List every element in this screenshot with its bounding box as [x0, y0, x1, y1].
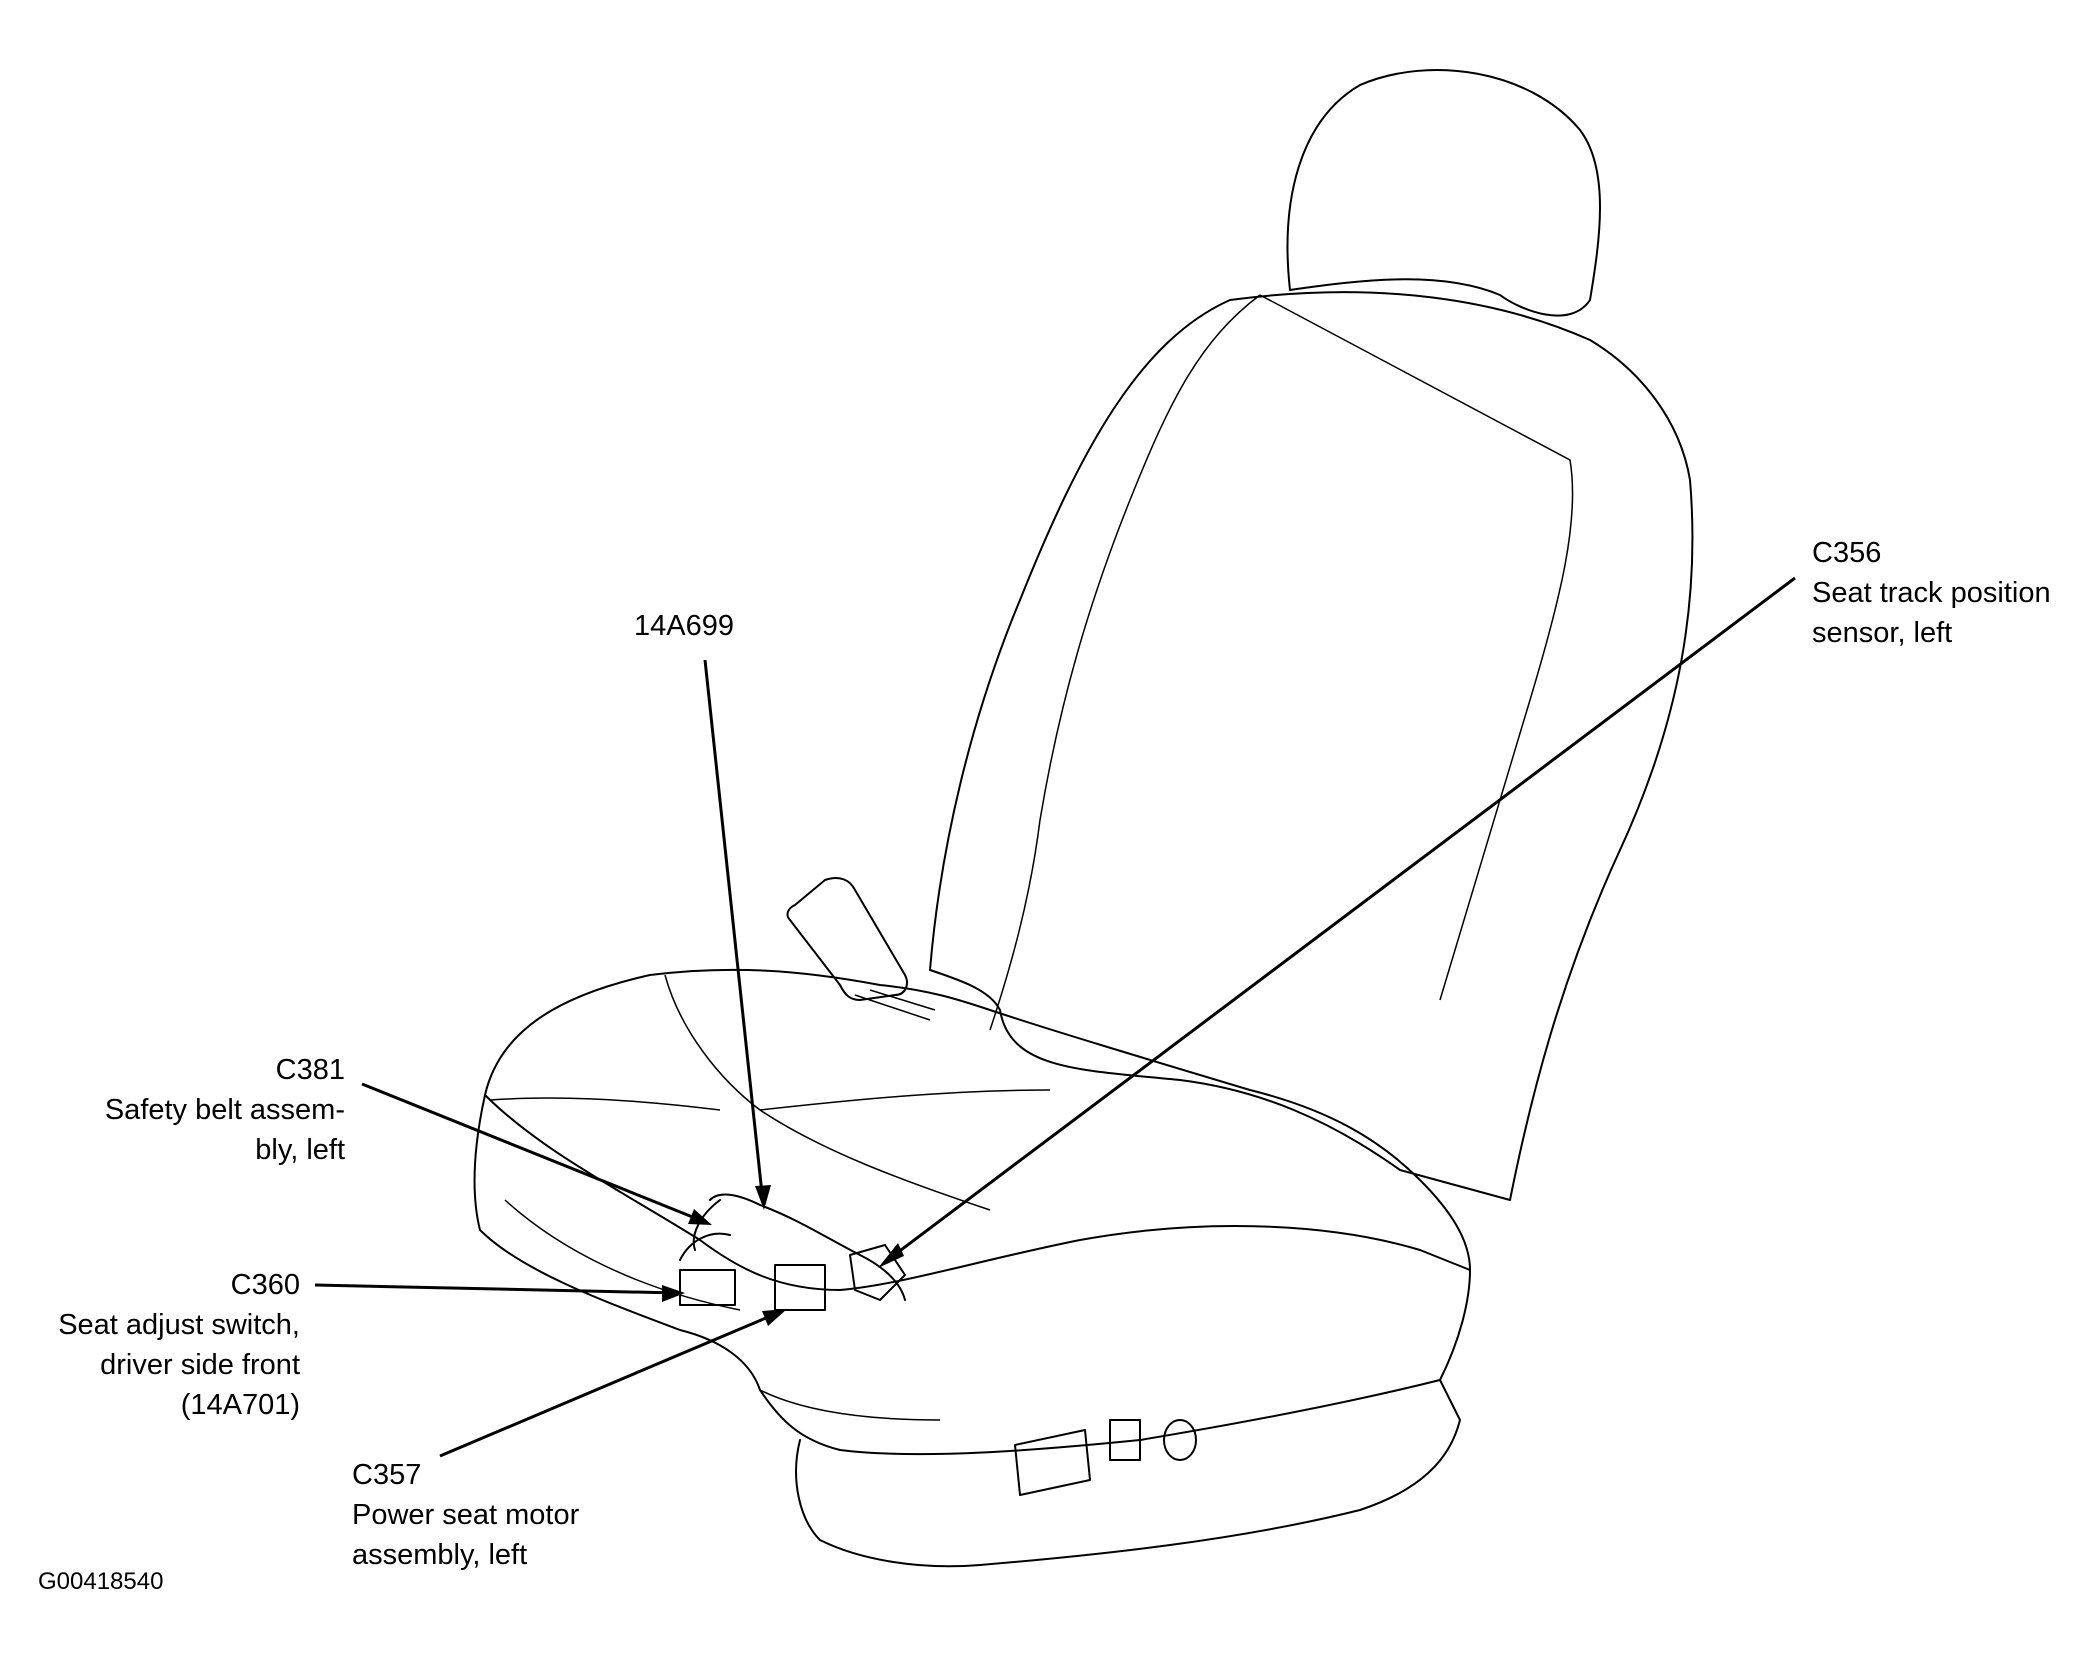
callout-c357-desc-2: assembly, left	[352, 1539, 528, 1571]
arrow-c381	[688, 1209, 712, 1225]
leader-c356	[884, 576, 1796, 1264]
seat-back-panel	[989, 294, 1574, 1031]
callout-c356: C356 Seat track position sensor, left	[1812, 533, 2051, 653]
wiring-harness	[679, 1193, 906, 1301]
leader-14a699	[703, 659, 765, 1204]
leader-c360	[314, 1283, 679, 1295]
leader-c357	[439, 1310, 781, 1458]
seat-base-knob	[1163, 1419, 1197, 1461]
callout-c356-desc-1: Seat track position	[1812, 577, 2051, 609]
seat-back	[929, 291, 1694, 1201]
leaders	[314, 576, 1796, 1458]
callout-c381-code: C381	[275, 1054, 345, 1086]
callout-c356-desc-2: sensor, left	[1812, 617, 1953, 649]
connector-c360-body	[679, 1269, 736, 1306]
seat-base-handle	[1014, 1429, 1091, 1496]
belt-buckle	[786, 877, 908, 1001]
callout-c381-desc-2: bly, left	[255, 1134, 345, 1166]
seat-headrest	[1286, 69, 1601, 317]
leader-c381	[361, 1082, 706, 1224]
arrow-14a699	[755, 1185, 771, 1210]
callout-14a699: 14A699	[634, 606, 734, 646]
seat-skirt	[473, 1094, 1471, 1456]
seat-skirt-line	[504, 1199, 941, 1421]
figure-id: G00418540	[38, 1568, 164, 1595]
callout-c360-code: C360	[230, 1269, 300, 1301]
callout-c360: C360 Seat adjust switch, driver side fro…	[58, 1265, 300, 1425]
seat-base-switch	[1109, 1419, 1141, 1461]
arrow-c356	[878, 1243, 904, 1268]
callout-c357: C357 Power seat motor assembly, left	[352, 1455, 579, 1575]
callout-c360-desc-1: Seat adjust switch,	[58, 1309, 300, 1341]
callout-c360-desc-2: driver side front	[100, 1349, 300, 1381]
callout-14a699-code: 14A699	[634, 610, 734, 642]
callout-c381-desc-1: Safety belt assem-	[104, 1094, 345, 1126]
callout-c357-code: C357	[352, 1459, 422, 1491]
connector-c356-body	[849, 1244, 906, 1301]
belt-buckle-stalk	[854, 989, 936, 1021]
callout-c360-desc-3: (14A701)	[180, 1389, 300, 1421]
connector-c357-body	[774, 1264, 826, 1311]
callout-c357-desc-1: Power seat motor	[352, 1499, 580, 1531]
callout-c381: C381 Safety belt assem- bly, left	[105, 1050, 345, 1170]
seat-base	[795, 1379, 1461, 1568]
callout-c356-code: C356	[1812, 537, 1882, 569]
seat-cushion-seam	[489, 974, 1051, 1211]
arrow-c360	[662, 1285, 685, 1302]
seat-cushion	[484, 968, 1471, 1291]
arrow-c357	[762, 1309, 787, 1326]
